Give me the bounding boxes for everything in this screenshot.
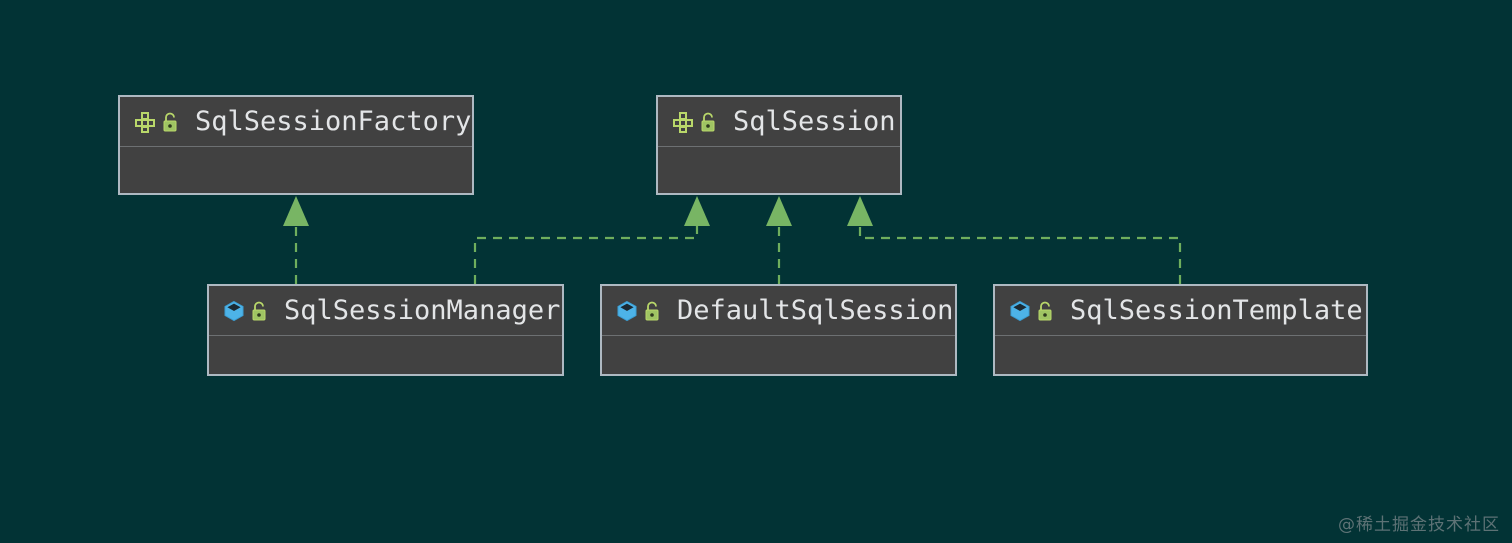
uml-node-title: SqlSession — [733, 105, 896, 137]
edge-manager-implements-factory — [283, 196, 309, 284]
uml-node-header: SqlSession — [658, 97, 900, 147]
uml-node-body — [209, 336, 562, 374]
interface-icon — [673, 111, 693, 133]
uml-node-title: SqlSessionManager — [284, 294, 561, 326]
uml-node-header: DefaultSqlSession — [602, 286, 955, 336]
uml-node-default-sql-session[interactable]: DefaultSqlSession — [600, 284, 957, 376]
uml-node-header: SqlSessionManager — [209, 286, 562, 336]
unlocked-padlock-icon — [163, 112, 177, 131]
class-icon — [1010, 300, 1030, 321]
uml-node-sql-session[interactable]: SqlSession — [656, 95, 902, 195]
class-icon — [617, 300, 637, 321]
unlocked-padlock-icon — [645, 301, 659, 320]
uml-node-sql-session-manager[interactable]: SqlSessionManager — [207, 284, 564, 376]
uml-node-header: SqlSessionFactory — [120, 97, 472, 147]
uml-node-header: SqlSessionTemplate — [995, 286, 1366, 336]
uml-node-body — [602, 336, 955, 374]
uml-node-body — [120, 147, 472, 193]
unlocked-padlock-icon — [701, 112, 715, 131]
edge-template-implements-session — [847, 196, 1182, 284]
uml-node-sql-session-factory[interactable]: SqlSessionFactory — [118, 95, 474, 195]
unlocked-padlock-icon — [1038, 301, 1052, 320]
uml-node-title: SqlSessionTemplate — [1070, 294, 1363, 326]
uml-node-sql-session-template[interactable]: SqlSessionTemplate — [993, 284, 1368, 376]
uml-node-title: SqlSessionFactory — [195, 105, 472, 137]
class-icon — [224, 300, 244, 321]
interface-icon — [135, 111, 155, 133]
watermark-text: @稀土掘金技术社区 — [1338, 515, 1500, 535]
uml-node-body — [658, 147, 900, 193]
uml-node-body — [995, 336, 1366, 374]
edge-default-implements-session — [766, 196, 792, 284]
edge-manager-implements-session — [473, 196, 710, 284]
unlocked-padlock-icon — [252, 301, 266, 320]
uml-node-title: DefaultSqlSession — [677, 294, 954, 326]
